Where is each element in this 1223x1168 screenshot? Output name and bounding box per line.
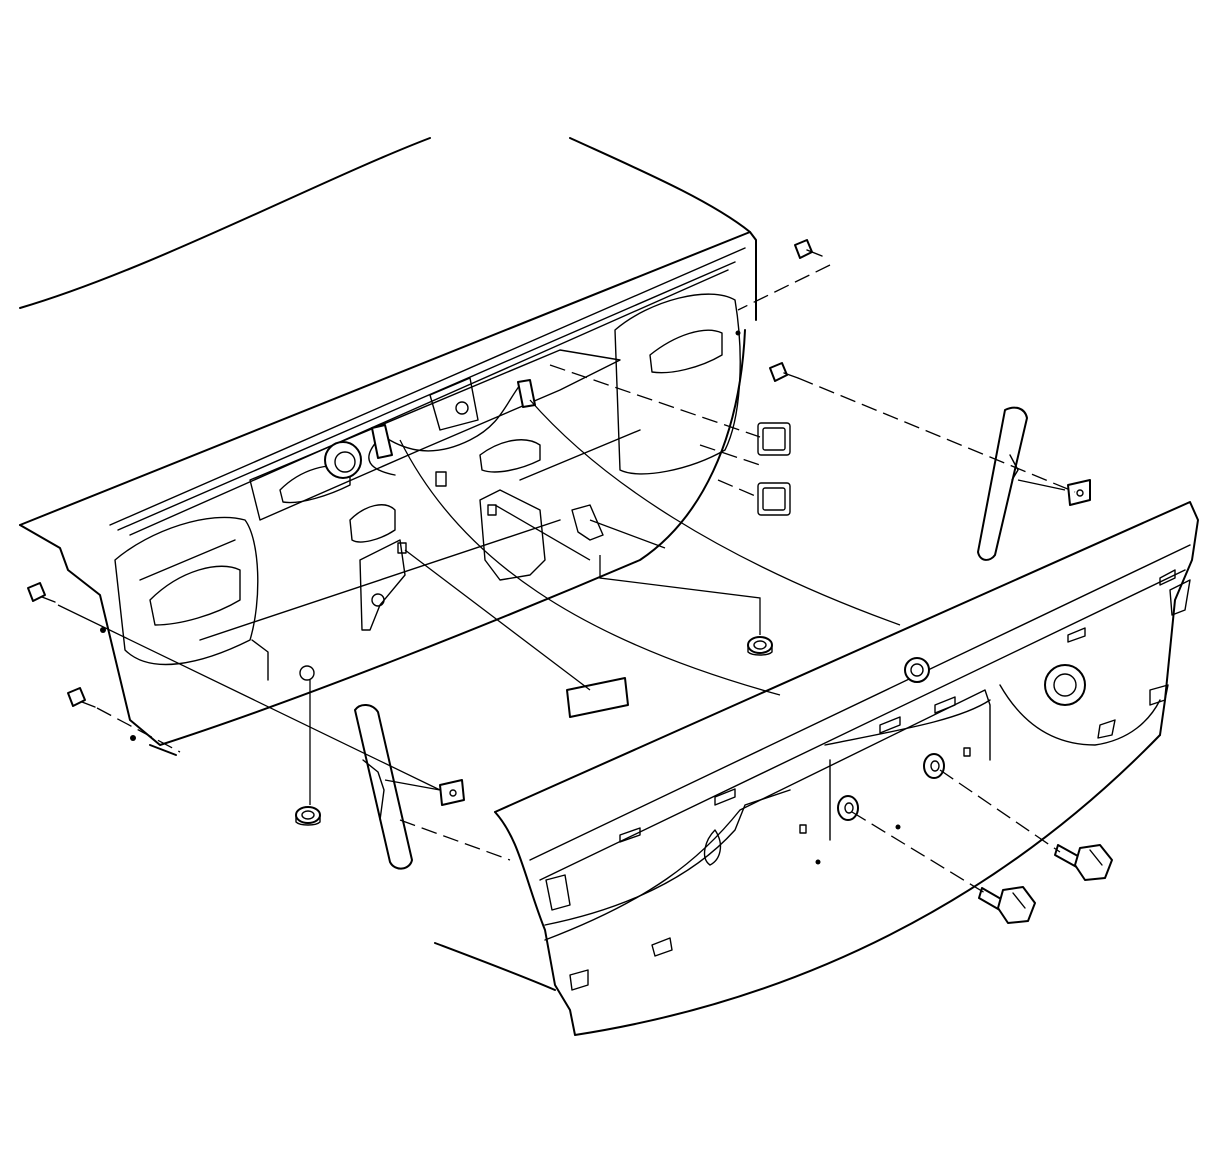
lock-cylinder-opening (324, 441, 362, 479)
insulator-pad-upper (757, 422, 791, 456)
insulator-pad-lower (757, 482, 791, 516)
fascia-right-lamp-pocket (999, 684, 1161, 746)
fascia-left-lamp-pocket (544, 789, 791, 926)
fascia-center-hole (904, 657, 930, 683)
push-pins (27, 239, 823, 708)
push-pin-icon (27, 582, 56, 603)
deck-lid-outer-edge (19, 137, 431, 309)
left-side-pocket (114, 516, 259, 666)
washer-icon (837, 795, 859, 821)
bolts (837, 753, 1113, 924)
center-reinforcement (249, 349, 621, 521)
leader-lines (57, 264, 1076, 894)
trunk-lid-assembly (19, 137, 757, 756)
energy-absorber-right (977, 406, 1028, 561)
push-pin-icon (794, 239, 823, 259)
u-nut-right (1067, 479, 1091, 506)
deck-upper-rail (19, 231, 757, 526)
push-pin-icon (67, 687, 96, 708)
bolt-icon (1054, 844, 1113, 881)
fascia-outer-contour (494, 734, 1161, 1036)
insulator-pads (566, 422, 791, 718)
u-nuts (439, 479, 1091, 806)
quarter-panel-edge (569, 137, 751, 233)
fascia-top-edge (494, 501, 1199, 813)
washer-icon (923, 753, 945, 779)
push-pin-icon (769, 362, 799, 382)
trim-pad (566, 677, 629, 718)
rear-fascia (434, 501, 1199, 1036)
license-plate-recess (544, 689, 991, 941)
fascia-lamp-socket (1044, 664, 1086, 706)
bolt-icon (978, 886, 1036, 924)
nut-icon (295, 806, 321, 826)
right-side-pocket (614, 293, 741, 475)
u-nut-left (439, 779, 465, 806)
wiring-harness (374, 384, 521, 452)
retainer-nuts (295, 636, 773, 826)
energy-absorbers (354, 406, 1028, 870)
nut-icon (747, 636, 773, 656)
